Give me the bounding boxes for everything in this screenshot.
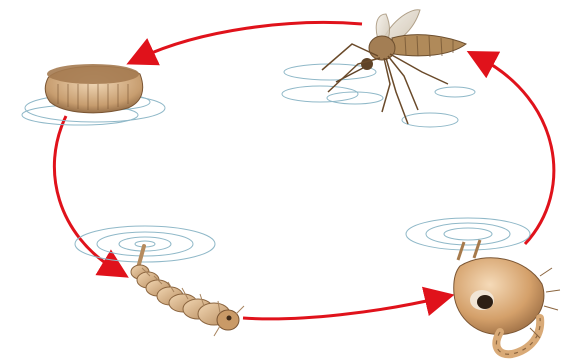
adult-ripples	[282, 64, 475, 127]
pupa-icon	[406, 218, 560, 354]
pupa-ripples	[406, 218, 530, 250]
arrow-pupa-to-adult	[480, 58, 554, 244]
larva-icon	[75, 226, 244, 336]
arrow-larva-to-pupa	[243, 298, 440, 319]
mosquito-adult-icon	[282, 10, 475, 127]
arrow-adult-to-egg	[140, 22, 362, 58]
larva-ripples	[75, 226, 215, 262]
egg-raft-icon	[22, 64, 165, 125]
arrow-egg-to-larva	[54, 116, 116, 270]
